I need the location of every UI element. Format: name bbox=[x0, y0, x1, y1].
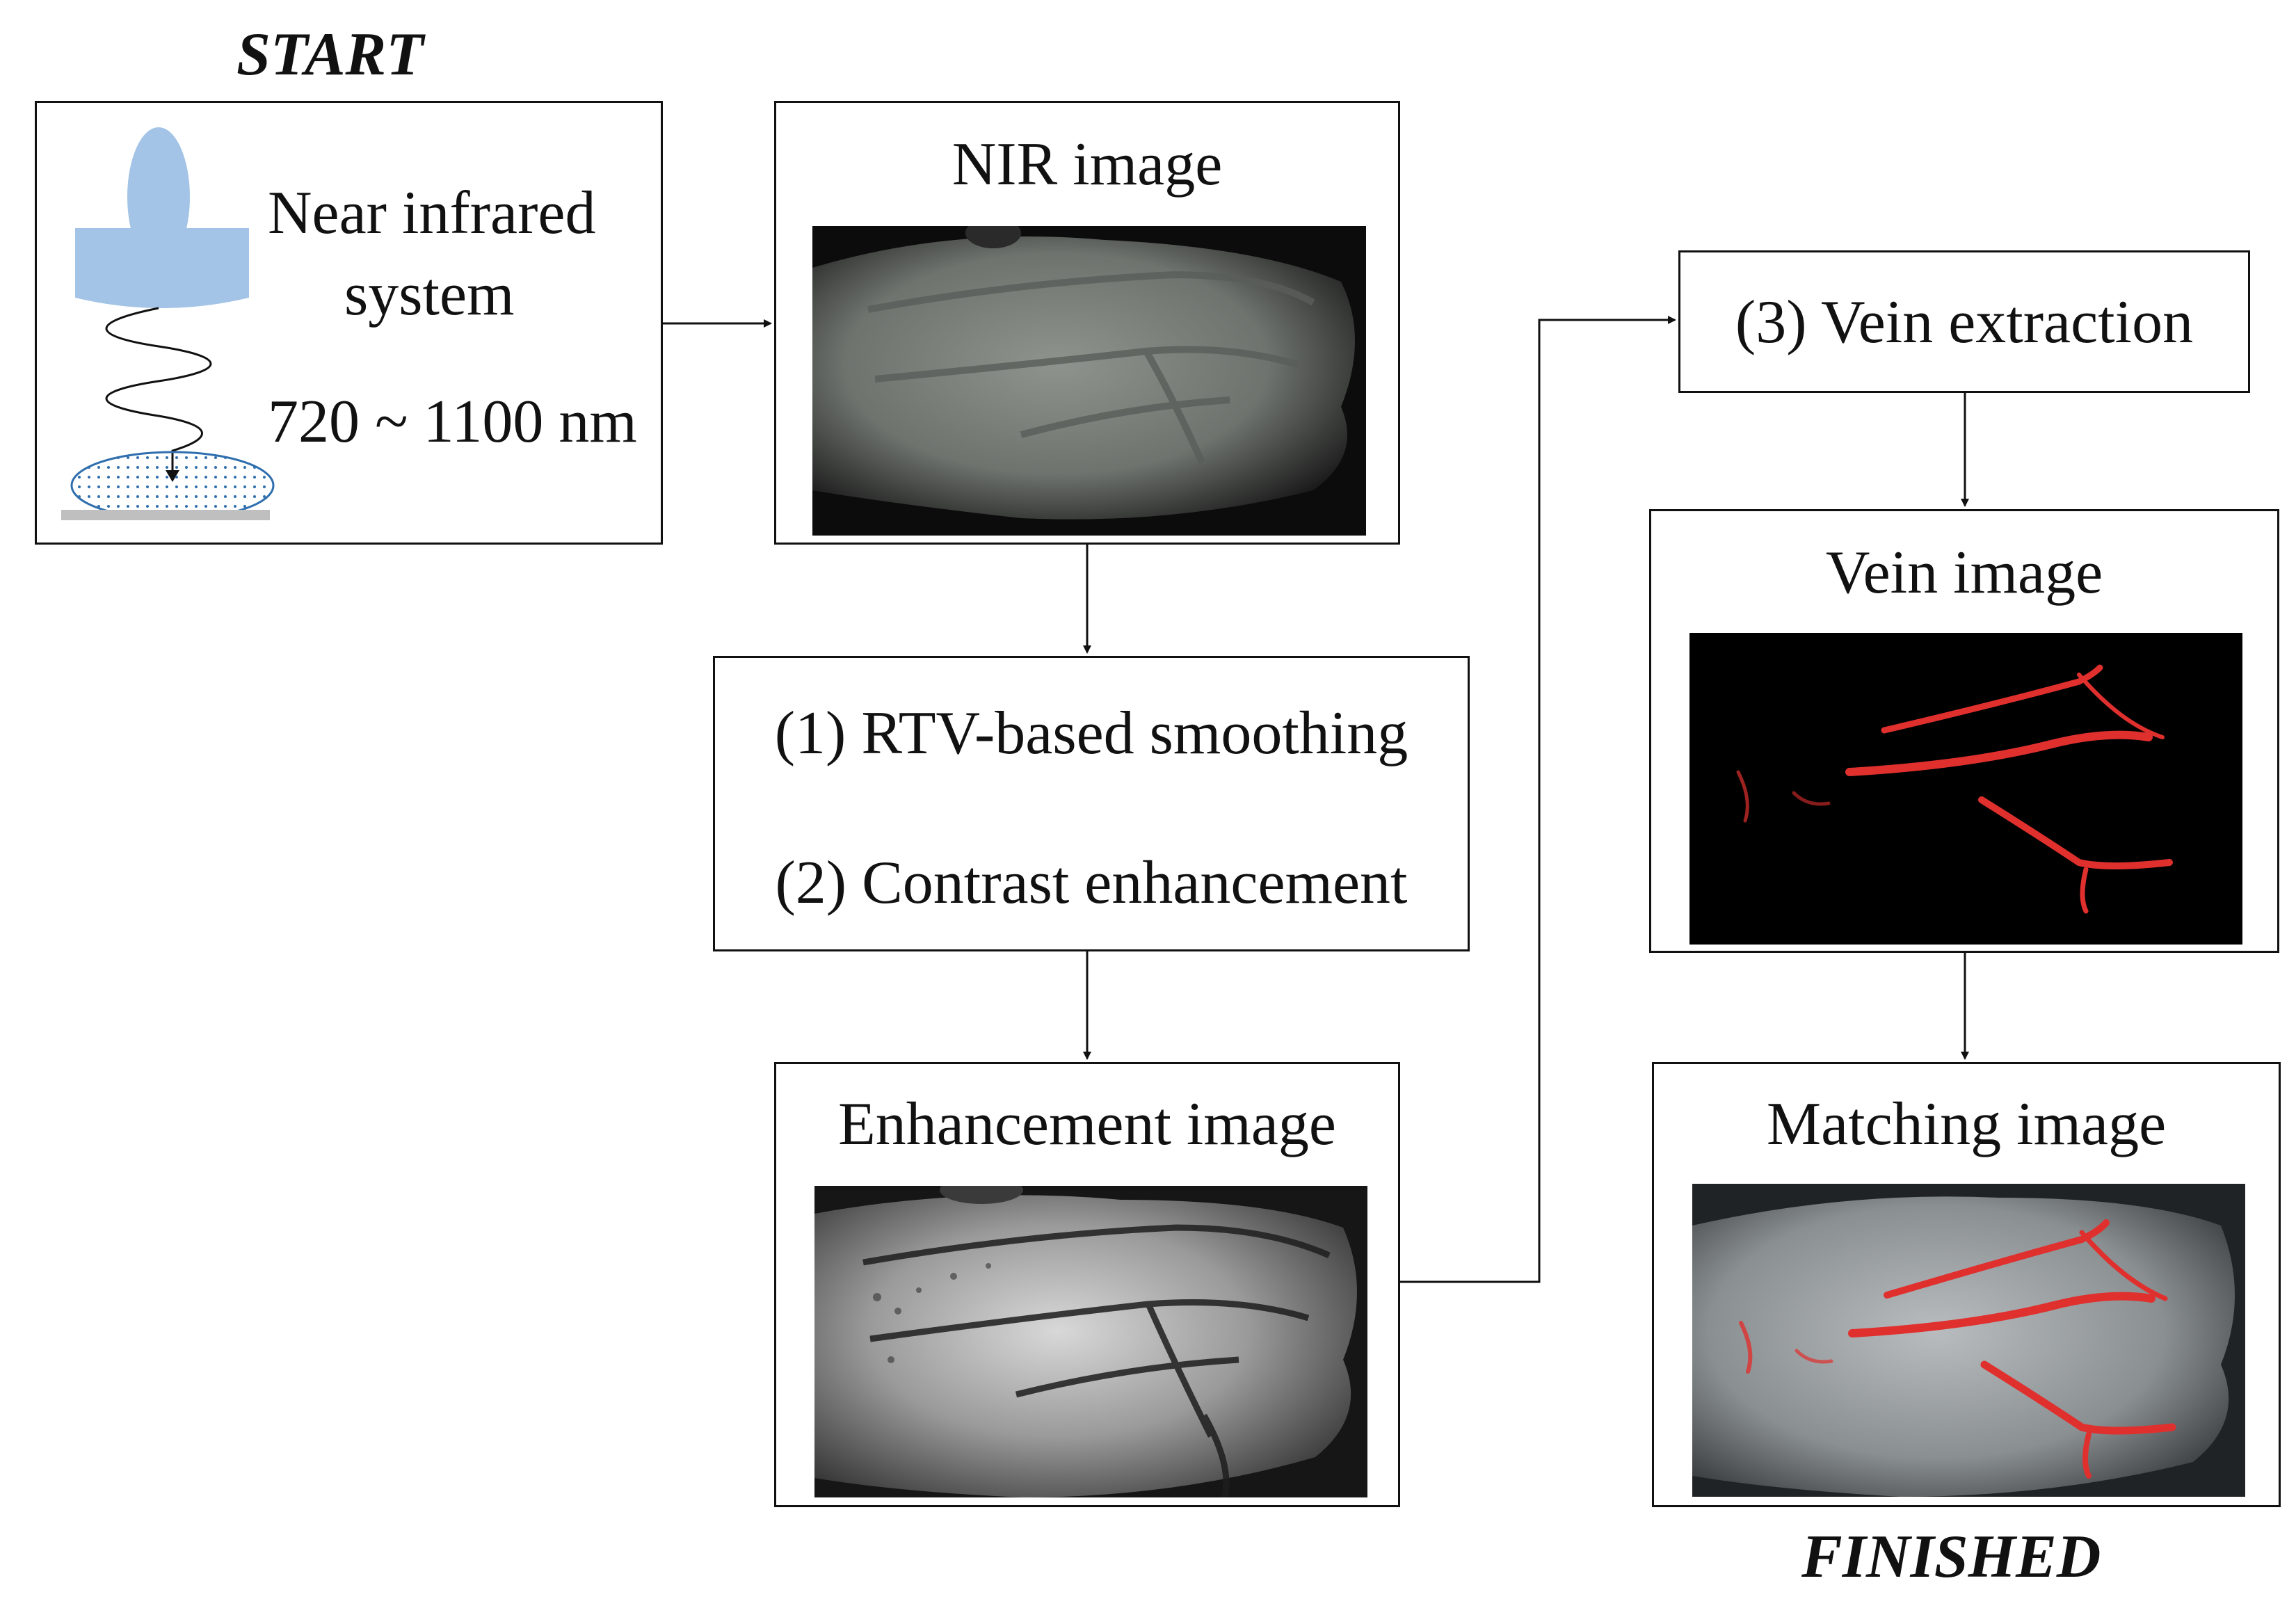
start-label: START bbox=[236, 21, 424, 88]
vein-image-title: Vein image bbox=[1825, 539, 2103, 606]
nir-image-box: NIR image bbox=[774, 101, 1400, 545]
nir-system-box: Near infrared system 720 ~ 1100 nm bbox=[35, 101, 663, 545]
matching-image-photo bbox=[1692, 1184, 2245, 1497]
nir-system-title-line2: system bbox=[344, 261, 515, 328]
nir-system-title-line1: Near infrared bbox=[268, 179, 596, 247]
enhancement-image-box: Enhancement image bbox=[774, 1062, 1400, 1507]
matching-image-box: Matching image bbox=[1652, 1062, 2281, 1507]
nir-system-wavelength: 720 ~ 1100 nm bbox=[268, 388, 637, 456]
nir-image-photo bbox=[812, 226, 1366, 536]
step-rtv-smoothing: (1) RTV-based smoothing bbox=[774, 700, 1408, 767]
sample-dish-icon bbox=[70, 451, 275, 520]
enhancement-image-title: Enhancement image bbox=[838, 1091, 1336, 1158]
vein-image-photo bbox=[1689, 633, 2242, 945]
step-contrast-enhancement: (2) Contrast enhancement bbox=[775, 849, 1408, 917]
vein-extraction-box: (3) Vein extraction bbox=[1678, 250, 2250, 393]
device-body bbox=[75, 228, 249, 308]
wave-icon bbox=[105, 307, 212, 472]
stage-plate bbox=[61, 510, 270, 520]
processing-box: (1) RTV-based smoothing (2) Contrast enh… bbox=[713, 656, 1470, 951]
nir-device-illustration bbox=[61, 127, 275, 520]
enhancement-image-photo bbox=[814, 1186, 1367, 1497]
nir-image-title: NIR image bbox=[952, 131, 1223, 198]
matching-image-title: Matching image bbox=[1766, 1091, 2167, 1158]
vein-extraction-label: (3) Vein extraction bbox=[1735, 289, 2194, 356]
vein-image-box: Vein image bbox=[1649, 509, 2279, 953]
finished-label: FINISHED bbox=[1801, 1523, 2101, 1591]
